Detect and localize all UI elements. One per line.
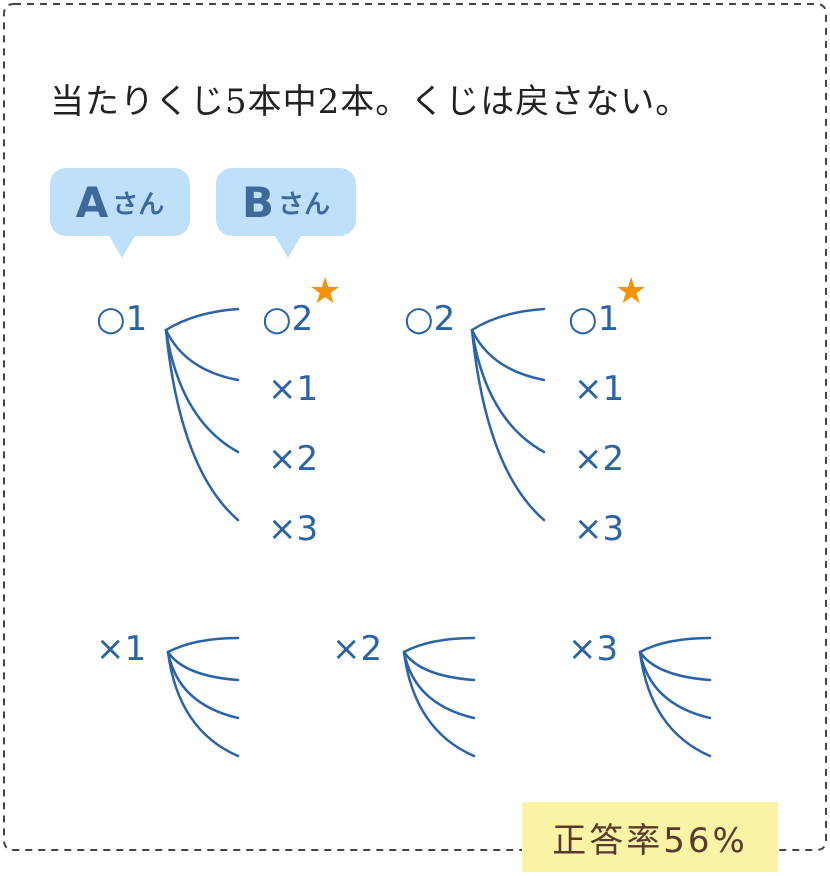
tree5-branch-4 xyxy=(638,650,712,758)
tree3-branch-2 xyxy=(166,650,240,682)
tree2-leaf-4: ×3 xyxy=(574,509,625,549)
tree2-branch-4 xyxy=(470,328,546,522)
tree4-root: ×2 xyxy=(332,629,383,669)
correct-rate-badge: 正答率56% xyxy=(522,802,778,872)
tree1-leaf-2: ×1 xyxy=(268,369,319,409)
tree5-branch-1 xyxy=(638,636,712,654)
tree5-branch-2 xyxy=(638,650,712,682)
person-b-bubble: B さん xyxy=(216,168,356,258)
tree1-root: ○1 xyxy=(96,299,148,339)
question-text: 当たりくじ5本中2本。くじは戻さない。 xyxy=(50,82,691,122)
tree2-branch-2 xyxy=(470,328,546,382)
tree2-root: ○2 xyxy=(404,299,456,339)
tree3-branch-4 xyxy=(166,650,240,758)
person-a-suffix: さん xyxy=(112,189,165,220)
tree1-branch-4 xyxy=(164,328,240,522)
tree2-leaf-2: ×1 xyxy=(574,369,625,409)
star-icon: ★ xyxy=(615,271,648,312)
tree3-root: ×1 xyxy=(96,629,147,669)
person-b-name: B xyxy=(241,177,274,227)
tree2-leaf-1: ○1 xyxy=(568,299,620,339)
tree1-branch-2 xyxy=(164,328,240,382)
tree2-branch-3 xyxy=(470,328,546,454)
tree4-branch-2 xyxy=(402,650,476,682)
tree1-leaf-1: ○2 xyxy=(262,299,314,339)
person-a-name: A xyxy=(75,177,109,227)
tree4-branch-1 xyxy=(402,636,476,654)
tree2-branch-1 xyxy=(470,307,546,332)
tree1-leaf-3: ×2 xyxy=(268,439,319,479)
tree3-branch-1 xyxy=(166,636,240,654)
person-b-suffix: さん xyxy=(278,189,331,220)
person-a-bubble: A さん xyxy=(50,168,190,258)
tree4-branch-4 xyxy=(402,650,476,758)
star-icon: ★ xyxy=(309,271,342,312)
tree2-leaf-3: ×2 xyxy=(574,439,625,479)
tree5-root: ×3 xyxy=(568,629,619,669)
tree1-branch-3 xyxy=(164,328,240,454)
tree1-branch-1 xyxy=(164,307,240,332)
tree1-leaf-4: ×3 xyxy=(268,509,319,549)
